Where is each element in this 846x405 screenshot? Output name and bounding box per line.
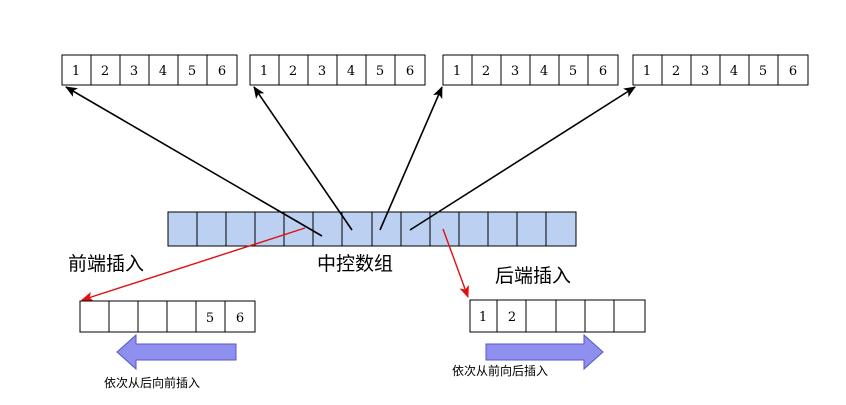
back-cell: 2 (508, 310, 516, 325)
block-3: 1 2 3 4 5 6 (442, 54, 619, 86)
block-cell: 1 (72, 64, 80, 79)
pointer-arrow-block-2 (253, 86, 353, 231)
block-cell: 3 (701, 64, 709, 79)
back-insert-label: 后端插入 (495, 265, 571, 287)
block-cell: 2 (672, 64, 680, 79)
block-cell: 3 (318, 64, 326, 79)
pointer-arrow-block-3 (379, 86, 443, 231)
front-insert-label: 前端插入 (68, 253, 144, 275)
central-array-label: 中控数组 (317, 253, 393, 275)
pointer-arrow-block-4 (409, 86, 636, 231)
block-cell: 5 (759, 64, 767, 79)
back-cell: 1 (479, 310, 487, 325)
pointer-arrow-block-1 (65, 86, 323, 237)
front-insert-block: 5 6 (79, 300, 256, 333)
block-cell: 1 (260, 64, 268, 79)
block-2: 1 2 3 4 5 6 (249, 54, 426, 86)
block-cell: 2 (101, 64, 109, 79)
block-cell: 4 (540, 64, 548, 79)
back-insert-arrow (442, 228, 469, 298)
back-insert-block: 1 2 (469, 299, 646, 333)
block-cell: 3 (511, 64, 519, 79)
block-cell: 5 (376, 64, 384, 79)
block-1: 1 2 3 4 5 6 (61, 54, 238, 86)
block-cell: 6 (218, 64, 226, 79)
block-cell: 1 (643, 64, 651, 79)
block-cell: 2 (289, 64, 297, 79)
block-cell: 4 (730, 64, 738, 79)
front-insert-arrow (81, 227, 306, 302)
block-cell: 2 (482, 64, 490, 79)
front-direction-note: 依次从后向前插入 (104, 375, 200, 390)
block-cell: 3 (130, 64, 138, 79)
block-cell: 6 (789, 64, 797, 79)
block-cell: 6 (406, 64, 414, 79)
back-direction-note: 依次从前向后插入 (452, 363, 548, 378)
block-cell: 4 (159, 64, 167, 79)
block-4: 1 2 3 4 5 6 (632, 54, 809, 86)
front-cell: 6 (236, 311, 244, 326)
block-cell: 5 (569, 64, 577, 79)
block-cell: 5 (188, 64, 196, 79)
block-cell: 6 (599, 64, 607, 79)
front-cell: 5 (206, 311, 214, 326)
front-to-back-arrow (485, 333, 604, 371)
block-cell: 1 (453, 64, 461, 79)
back-to-front-arrow (116, 333, 237, 371)
central-array (167, 211, 577, 247)
block-cell: 4 (347, 64, 355, 79)
